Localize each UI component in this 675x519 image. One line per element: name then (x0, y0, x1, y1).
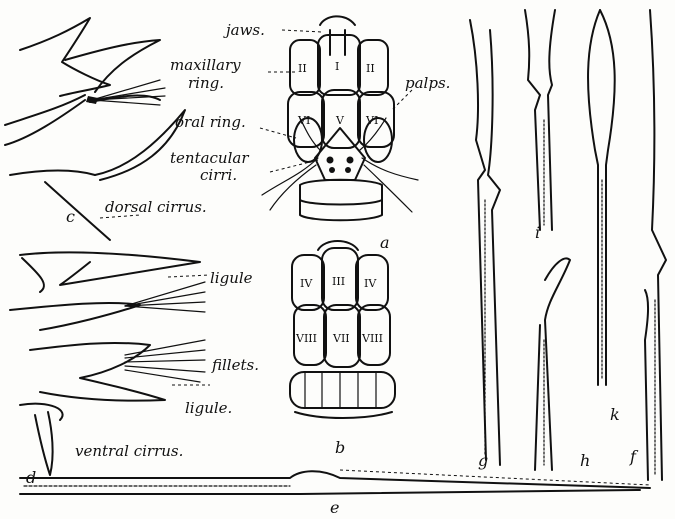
label-tentacular-2: cirri. (200, 166, 237, 184)
fig-letter-h: h (580, 451, 590, 470)
ligule1-leader (168, 275, 210, 277)
tentacular-leader (270, 160, 318, 172)
setae-drawing (470, 10, 666, 480)
label-ventral-cirrus: ventral cirrus. (75, 442, 183, 460)
fig-letter-b: b (335, 438, 345, 457)
label-dorsal-cirrus: dorsal cirrus. (105, 198, 207, 216)
fig-letter-e: e (330, 498, 339, 517)
fig-letter-d: d (26, 468, 36, 487)
label-tentacular-1: tentacular (170, 149, 249, 167)
ring-b-iv-right: IV (364, 277, 377, 290)
ring-b-vii: VII (332, 332, 350, 345)
jaws-leader (282, 30, 322, 32)
palps-leader (392, 90, 412, 110)
fig-letter-k: k (610, 405, 620, 424)
label-palps: palps. (405, 74, 450, 92)
label-ligule-2: ligule. (185, 399, 232, 417)
fig-letter-c: c (66, 207, 75, 226)
seta-e-drawing (20, 470, 650, 494)
fig-letter-g: g (478, 451, 488, 470)
fig-letter-a: a (380, 233, 390, 252)
fig-letter-i: i (535, 223, 540, 242)
label-oral-ring: oral ring. (175, 113, 246, 131)
ring-a-ii-right: II (366, 62, 375, 75)
oral-ring-leader (260, 128, 296, 138)
label-ligule-1: ligule (210, 269, 253, 287)
head-b-drawing (290, 241, 395, 418)
ring-a-ii-left: II (298, 62, 307, 75)
ring-b-viii-right: VIII (361, 332, 383, 345)
label-fillets: fillets. (211, 356, 259, 374)
label-maxillary-1: maxillary (170, 56, 241, 74)
ring-b-viii-left: VIII (295, 332, 317, 345)
label-maxillary-2: ring. (188, 74, 224, 92)
fig-letter-f: f (629, 447, 639, 466)
ring-b-iii: III (332, 275, 345, 288)
label-jaws: jaws. (223, 21, 265, 39)
ring-a-vi-left: VI (297, 114, 310, 127)
ring-a-v: V (335, 114, 345, 127)
ring-b-iv-left: IV (300, 277, 313, 290)
ring-a-i: I (335, 60, 339, 73)
ring-a-vi-right: VI (365, 114, 378, 127)
